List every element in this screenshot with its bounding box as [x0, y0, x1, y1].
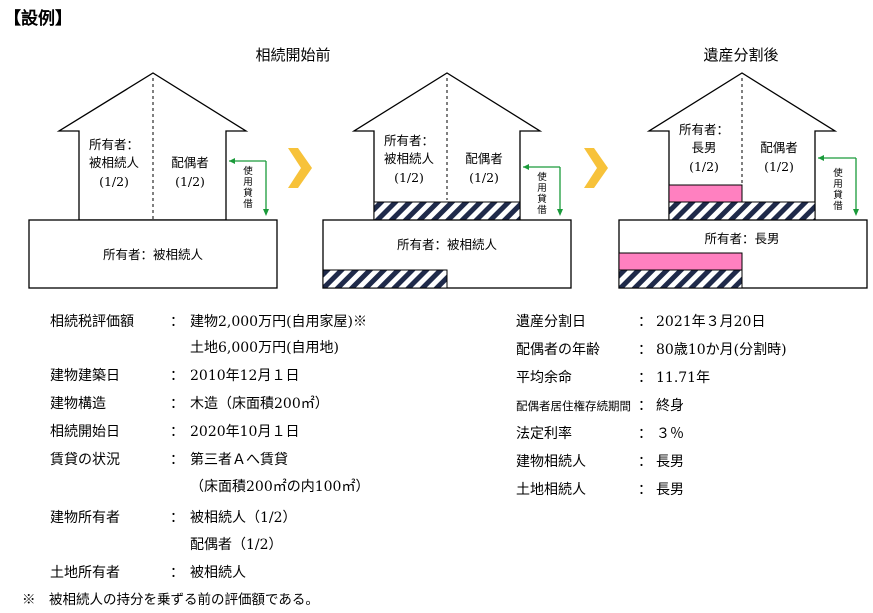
colon: ：	[170, 510, 184, 526]
lease-label: 使	[833, 167, 843, 179]
fact-value: 2021年３月20日	[656, 314, 766, 330]
owner-spouse: 配偶者	[760, 140, 798, 155]
fact-value: 2010年12月１日	[190, 368, 300, 384]
fact-value: 第三者Ａへ賃貸	[190, 452, 288, 468]
land-spouse-right	[618, 252, 743, 271]
land-right-portion	[618, 269, 743, 289]
share-half: (1/2)	[764, 159, 794, 174]
section-heading: 【設例】	[4, 9, 72, 29]
fact-label: 土地相続人	[516, 482, 586, 498]
fact-label: 法定利率	[516, 426, 572, 442]
fact-label: 配偶者の年齢	[516, 342, 600, 358]
fact-value: 終身	[656, 398, 684, 414]
land-rect	[28, 219, 278, 289]
lease-label: 借	[243, 198, 253, 210]
colon: ：	[638, 342, 652, 358]
colon: ：	[638, 482, 652, 498]
colon: ：	[638, 370, 652, 386]
lease-label: 用	[243, 177, 253, 188]
owner-spouse: 配偶者	[171, 155, 209, 170]
fact-label: 遺産分割日	[516, 314, 586, 330]
diagram-after: 所有者： 長男 (1/2) 配偶者 (1/2) 所有者：長男	[618, 72, 868, 289]
colon: ：	[638, 398, 652, 414]
owner-son: 長男	[691, 140, 716, 155]
fact-value: 木造（床面積200㎡）	[190, 396, 329, 412]
fact-value: 2020年10月１日	[190, 424, 300, 440]
diagram-middle: 所有者： 被相続人 (1/2) 配偶者 (1/2) 所有者：被相続人	[322, 72, 572, 289]
diagram-area: 相続開始前 遺産分割後 所有者： 被相続人 (1/2) 配偶者 (1/2) 所有…	[28, 46, 868, 289]
land-owner-label: 所有者：長男	[704, 231, 779, 246]
owner-label: 所有者：	[384, 133, 434, 148]
fact-label: 相続開始日	[50, 424, 120, 440]
arrow-icon	[584, 148, 608, 188]
leased-portion	[373, 201, 521, 221]
fact-value: 長男	[656, 482, 684, 498]
fact-label: 賃貸の状況	[50, 452, 120, 468]
owner-decedent: 被相続人	[384, 151, 435, 166]
lease-label: 用	[537, 183, 547, 194]
fact-label: 建物建築日	[50, 368, 120, 384]
lease-label: 借	[833, 200, 843, 212]
fact-value: 長男	[656, 454, 684, 470]
fact-label: 土地所有者	[50, 565, 120, 581]
colon: ：	[170, 396, 184, 412]
share-half: (1/2)	[689, 159, 719, 174]
colon: ：	[170, 452, 184, 468]
share-half: (1/2)	[175, 174, 205, 189]
leased-portion	[668, 201, 816, 221]
fact-value: 80歳10か月(分割時)	[656, 342, 787, 358]
share-half: (1/2)	[394, 170, 424, 185]
after-title: 遺産分割後	[703, 46, 778, 64]
fact-value: 建物2,000万円(自用家屋)※	[190, 314, 368, 330]
arrow-icon	[288, 148, 312, 188]
fact-label: 平均余命	[516, 370, 572, 386]
fact-label: 配偶者居住権存続期間	[516, 399, 631, 413]
share-half: (1/2)	[469, 170, 499, 185]
footnote: ※ 被相続人の持分を乗ずる前の評価額である。	[22, 592, 319, 608]
lease-label: 用	[833, 179, 843, 190]
colon: ：	[170, 565, 184, 581]
lease-label: 使	[537, 171, 547, 183]
colon: ：	[170, 314, 184, 330]
lease-label: 貸	[833, 189, 843, 201]
colon: ：	[170, 424, 184, 440]
colon: ：	[170, 368, 184, 384]
spouse-residence-right	[668, 184, 743, 203]
colon: ：	[638, 314, 652, 330]
colon: ：	[638, 454, 652, 470]
lease-label: 借	[537, 204, 547, 216]
fact-value: 配偶者（1/2）	[190, 537, 283, 553]
fact-label: 建物所有者	[50, 510, 120, 526]
diagram-before: 所有者： 被相続人 (1/2) 配偶者 (1/2) 所有者：被相続人	[28, 72, 278, 289]
lease-label: 貸	[537, 193, 547, 205]
fact-value: 被相続人	[190, 565, 246, 581]
share-half: (1/2)	[99, 174, 129, 189]
land-right-portion	[322, 269, 448, 289]
lease-label: 貸	[243, 187, 253, 199]
fact-label: 相続税評価額	[50, 314, 134, 330]
lease-label: 使	[243, 165, 253, 177]
fact-value: 土地6,000万円(自用地)	[190, 340, 340, 356]
colon: ：	[638, 426, 652, 442]
fact-value: ３％	[656, 426, 684, 442]
fact-value: 11.71年	[656, 370, 711, 386]
fact-label: 建物相続人	[516, 454, 586, 470]
before-title: 相続開始前	[255, 46, 330, 64]
owner-label: 所有者：	[679, 122, 729, 137]
land-owner-label: 所有者：被相続人	[397, 237, 498, 252]
owner-spouse: 配偶者	[465, 151, 503, 166]
fact-value: 被相続人（1/2）	[190, 510, 297, 526]
owner-label: 所有者：	[89, 137, 139, 152]
land-owner-label: 所有者：被相続人	[103, 247, 204, 262]
owner-decedent: 被相続人	[89, 155, 140, 170]
fact-value: （床面積200㎡の内100㎡）	[190, 479, 370, 495]
fact-label: 建物構造	[50, 396, 106, 412]
